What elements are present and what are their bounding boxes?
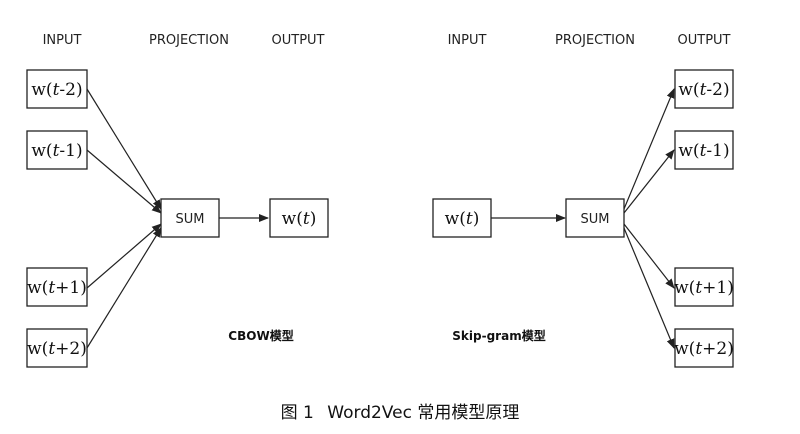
skipgram-input-header: INPUT	[448, 33, 487, 48]
skipgram-sum-box	[565, 198, 625, 238]
skipgram-input-box	[432, 198, 492, 238]
cbow-output-label: w(t)	[282, 209, 317, 229]
skipgram-output-label-4: w(t+2)	[674, 339, 734, 359]
cbow-edge-input-3	[86, 223, 162, 289]
cbow-input-header: INPUT	[43, 33, 82, 48]
cbow-input-label-2: w(t-1)	[31, 141, 82, 161]
cbow-input-box-1	[26, 69, 88, 109]
cbow-input-label-3: w(t+1)	[27, 278, 87, 298]
cbow-sum-label: SUM	[176, 212, 205, 227]
cbow-input-box-2	[26, 130, 88, 170]
skipgram-diagram: INPUT PROJECTION OUTPUT w(t) SUM w(t-2) …	[432, 33, 734, 368]
cbow-input-box-3	[26, 267, 88, 307]
cbow-diagram: INPUT PROJECTION OUTPUT w(t-2) w(t-1) w(…	[26, 33, 329, 368]
skipgram-edge-output-3	[623, 223, 675, 289]
cbow-input-box-4	[26, 328, 88, 368]
skipgram-edge-output-1	[623, 88, 675, 210]
skipgram-edge-output-4	[623, 227, 675, 349]
cbow-input-label-4: w(t+2)	[27, 339, 87, 359]
skipgram-output-label-1: w(t-2)	[678, 80, 729, 100]
skipgram-output-header: OUTPUT	[678, 33, 731, 48]
skipgram-output-box-1	[674, 69, 734, 109]
cbow-projection-header: PROJECTION	[149, 33, 229, 48]
skipgram-edge-output-2	[623, 149, 675, 214]
skipgram-output-label-2: w(t-1)	[678, 141, 729, 161]
skipgram-sum-label: SUM	[581, 212, 610, 227]
skipgram-output-box-2	[674, 130, 734, 170]
cbow-model-label: CBOW模型	[228, 328, 293, 343]
cbow-sum-box	[160, 198, 220, 238]
figure-title: Word2Vec 常用模型原理	[327, 403, 520, 423]
cbow-input-label-1: w(t-2)	[31, 80, 82, 100]
cbow-edge-input-1	[86, 88, 162, 210]
skipgram-projection-header: PROJECTION	[555, 33, 635, 48]
skipgram-output-box-4	[674, 328, 734, 368]
skipgram-input-label: w(t)	[445, 209, 480, 229]
skipgram-model-label: Skip-gram模型	[452, 328, 545, 343]
skipgram-output-label-3: w(t+1)	[674, 278, 734, 298]
cbow-edge-input-2	[86, 149, 162, 214]
cbow-output-header: OUTPUT	[272, 33, 325, 48]
cbow-output-box	[269, 198, 329, 238]
skipgram-output-box-3	[674, 267, 734, 307]
figure-number: 图 1	[280, 403, 314, 423]
cbow-edge-input-4	[86, 227, 162, 349]
figure-caption: 图 1 Word2Vec 常用模型原理	[0, 398, 800, 423]
